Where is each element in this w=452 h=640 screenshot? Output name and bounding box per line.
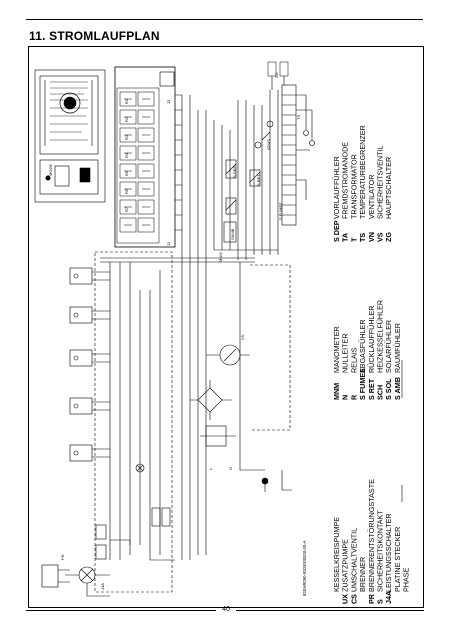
label-r6: R6 <box>124 188 129 194</box>
relay-bank <box>119 91 155 233</box>
legend-text: UMSCHALTVENTIL <box>349 528 358 592</box>
label-vn: VN <box>240 334 245 340</box>
legend-text: SOLARFÜHLER <box>384 320 393 373</box>
label-zg: ZG <box>274 72 279 78</box>
label-j3: J3 <box>166 99 171 104</box>
legend-code: T <box>349 237 358 242</box>
document-code: 83SHR090-0000000000-00-A <box>302 540 307 596</box>
legend-text: HAUPTSCHALTER <box>384 157 393 219</box>
legend-text: TEMPERATURBEGRENZER <box>358 125 367 219</box>
footer-rule-right <box>236 610 424 611</box>
label-ionis: IONIS <box>266 139 271 150</box>
legend-text: PLATINE STECKER <box>393 527 402 592</box>
legend-code: S SOL <box>384 378 393 400</box>
legend-text: ABGASFÜHLER <box>358 319 367 373</box>
legend-code: SCH <box>376 385 385 400</box>
diagram-frame <box>28 46 424 608</box>
legend-text: MANOMETER <box>332 326 341 373</box>
legend-text: VENTILATOR <box>367 175 376 219</box>
header-rule <box>26 19 423 20</box>
legend-code: S <box>376 599 385 604</box>
legend-code: TA <box>341 233 350 242</box>
legend-code: UX <box>341 594 350 604</box>
label-r5: R5 <box>124 170 129 176</box>
legend-code: S RET <box>367 378 376 400</box>
connector-block <box>159 71 175 87</box>
label-s-dep: S DEP <box>232 166 237 178</box>
page-number: 40 <box>222 606 230 613</box>
legend-code: VS <box>376 232 385 242</box>
terminal-block <box>267 61 315 226</box>
label-l: L <box>208 467 213 470</box>
legend-code: PR <box>367 593 376 604</box>
label-r2: R2 <box>124 116 129 122</box>
legend-code: S DEP <box>332 220 341 242</box>
legend-text: PHASE <box>402 567 411 592</box>
legend-code: J4A <box>384 591 393 604</box>
label-n: N <box>228 467 233 470</box>
diode-bridge <box>190 380 232 420</box>
legend-text: VORLAUFFÜHLER <box>332 156 341 219</box>
legend-text: SICHERHEITSKONTAKT <box>376 510 385 592</box>
legend-code: VN <box>367 232 376 242</box>
control-panel <box>34 69 106 203</box>
fan-symbol <box>206 344 250 366</box>
burner-zone <box>94 251 173 593</box>
label-r1: R1 <box>124 98 129 104</box>
legend-code: CS <box>349 594 358 604</box>
legend-text: RAUMFÜHLER <box>393 323 402 373</box>
legend-text: SICHERHEITSVENTIL <box>376 146 385 220</box>
legend-text: KESSELKREISPUMPE <box>332 517 341 592</box>
legend-text: HEIZKESSELFÜHLER <box>376 300 385 373</box>
label-s-fumee: S.FUMEE <box>278 202 283 220</box>
circulation-pump <box>41 564 110 597</box>
label-mode: MODE <box>48 164 53 176</box>
label-ts: TS <box>296 115 301 120</box>
legend-text: TRANSFORMATOR <box>349 154 358 219</box>
legend-text: RÜCKLAUFFÜHLER <box>367 306 376 374</box>
legend-code: S FUMEE <box>358 368 367 400</box>
legend-text: BRENNERENTSTÖRUNGSTASTE <box>367 479 376 592</box>
legend-text: BRENNER <box>358 557 367 592</box>
legend-text: LEISTUNGSSCHALTER <box>384 513 393 592</box>
label-j4a: J4A <box>100 583 105 590</box>
legend-code: ZG <box>384 232 393 242</box>
legend-code: N <box>341 395 350 400</box>
label-s-amb: SAMB <box>230 228 235 240</box>
legend-text: NULLEITER <box>341 333 350 373</box>
left-connectors <box>69 267 110 462</box>
legend-code: S AMB <box>393 377 402 400</box>
label-mnm: MNM <box>218 252 223 262</box>
legend-text: RELAIS <box>349 347 358 373</box>
sensor-network <box>214 90 279 260</box>
legend-code: TS <box>358 233 367 242</box>
legend-text: ZUSATZPUMPE <box>341 539 350 592</box>
legend-code: MNM <box>332 383 341 400</box>
page-title: 11. STROMLAUFPLAN <box>29 29 160 43</box>
legend-code: R <box>349 394 358 400</box>
label-r4: R4 <box>124 152 129 158</box>
footer-rule-left <box>26 610 216 611</box>
label-j1: J1 <box>166 241 171 246</box>
label-r7: R7 <box>124 206 129 212</box>
transformer <box>200 425 236 447</box>
control-board <box>114 66 176 248</box>
label-ph: PH <box>60 554 65 560</box>
label-s-ret: S RET <box>256 174 261 186</box>
legend-text: FREMDSTROMANODE <box>341 142 350 219</box>
label-r3: R3 <box>124 134 129 140</box>
